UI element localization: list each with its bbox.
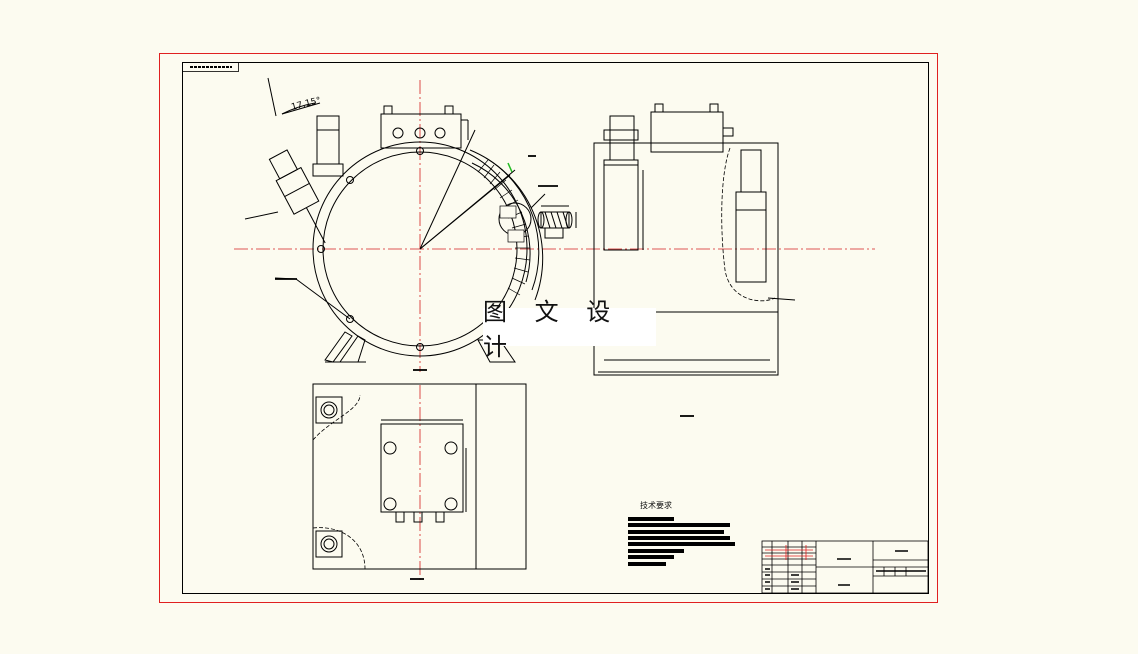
side-view-break-line — [721, 147, 776, 302]
watermark-text: 图 文 设 计 — [483, 298, 621, 361]
drawing-number-box — [182, 62, 239, 72]
top-view — [312, 383, 527, 570]
sheet-outer-border — [159, 53, 938, 603]
technical-requirements-title: 技术要求 — [640, 501, 672, 510]
watermark-banner: 图 文 设 计 — [483, 298, 656, 361]
pin-detail — [537, 205, 577, 239]
ring-section-hatching — [469, 149, 544, 301]
highlight-mark — [507, 162, 513, 173]
angle-dimension-label: 17.15° — [290, 96, 322, 113]
outer-ring — [312, 141, 528, 357]
sheet-inner-border — [182, 62, 929, 594]
title-block-red-lines — [765, 545, 813, 560]
view-labels — [275, 155, 694, 580]
title-block-scribbles — [765, 550, 926, 590]
technical-requirements-lines — [628, 517, 735, 566]
inner-ring — [322, 151, 518, 347]
centerlines — [234, 80, 875, 580]
top-view-break-line — [312, 394, 366, 570]
